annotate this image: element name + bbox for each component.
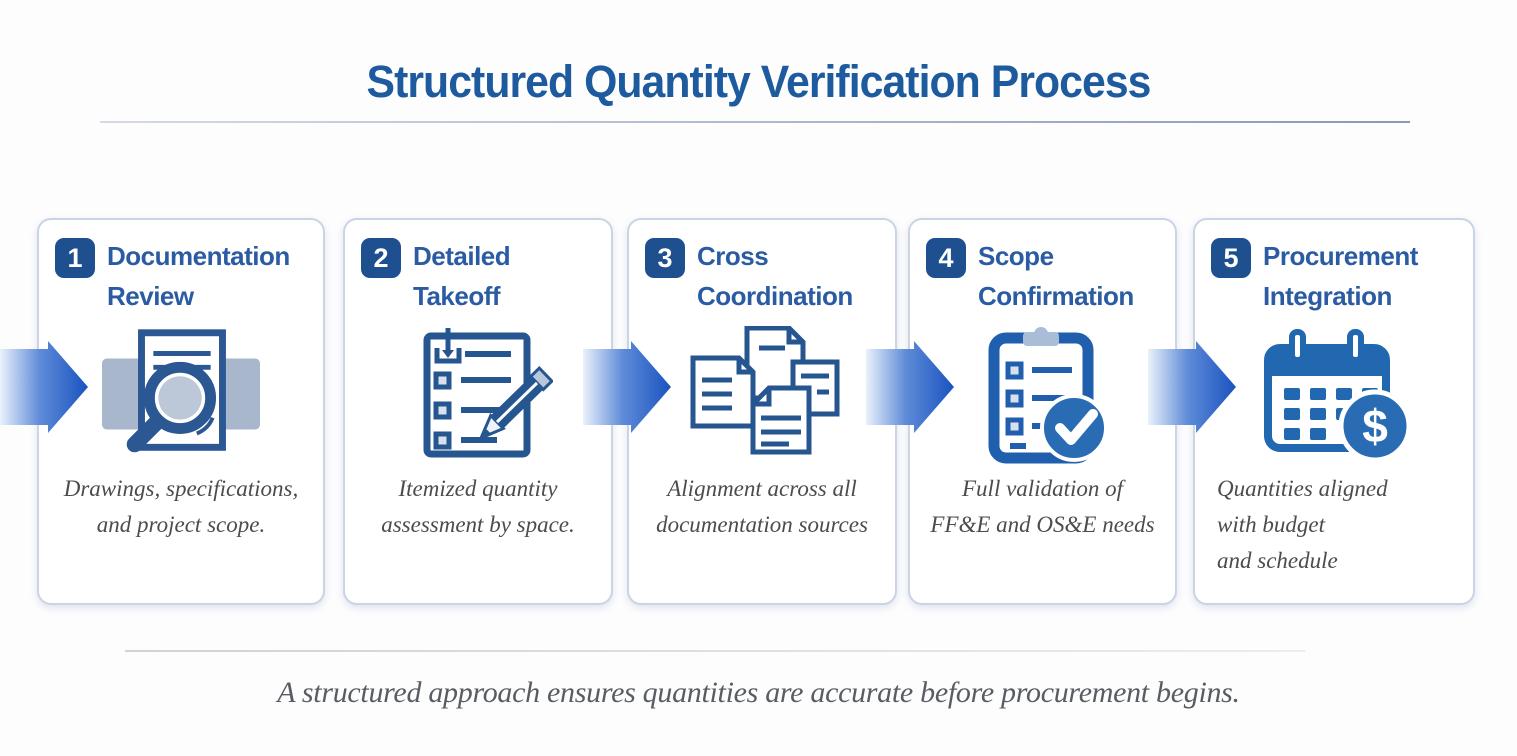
step-title-line: Integration [1263,281,1392,311]
documents-stack-icon [690,326,839,455]
document-magnifier-icon [102,328,260,452]
footer-divider [125,650,1305,652]
step-number-badge: 4 [926,238,966,278]
step-title: Scope Confirmation [978,236,1134,316]
step-title: Procurement Integration [1263,236,1418,316]
step-title: Cross Coordination [697,236,853,316]
card-header: 4 Scope Confirmation [926,236,1159,316]
step-description: Itemized quantity assessment by space. [351,471,605,589]
step-card-scope-confirmation: 4 Scope Confirmation F [908,218,1177,605]
svg-text:$: $ [1362,400,1388,452]
description-line: Full validation of [962,476,1123,501]
icon-area [926,316,1159,471]
title-divider [100,121,1410,123]
step-title-line: Detailed [413,241,511,271]
step-number-badge: 5 [1211,238,1251,278]
flow-arrow-icon [1148,341,1236,433]
card-header: 2 Detailed Takeoff [361,236,595,316]
description-line: with budget [1217,512,1325,537]
step-title-line: Scope [978,241,1054,271]
calendar-dollar-icon: $ [1264,328,1412,462]
icon-area: $ [1211,316,1457,471]
step-description: Full validation of FF&E and OS&E needs [916,471,1169,589]
description-line: Itemized quantity [398,476,558,501]
card-header: 5 Procurement Integration [1211,236,1457,316]
step-description: Alignment across all documentation sourc… [635,471,889,589]
step-title: Documentation Review [107,236,290,316]
card-header: 1 Documentation Review [55,236,307,316]
description-line: Drawings, specifications, [63,476,299,501]
step-number-badge: 1 [55,238,95,278]
footer-caption: A structured approach ensures quantities… [277,676,1240,709]
description-line: Alignment across all [667,476,857,501]
step-number-badge: 3 [645,238,685,278]
description-line: Quantities aligned [1217,476,1388,501]
step-card-documentation-review: 1 Documentation Review Drawings, specifi… [37,218,325,605]
flow-arrow-icon [0,341,88,433]
step-title: Detailed Takeoff [413,236,511,316]
step-title-line: Takeoff [413,281,501,311]
description-line: and schedule [1217,548,1338,573]
flow-arrow-icon [866,341,954,433]
clipboard-check-icon [988,326,1108,463]
icon-area [645,316,879,471]
step-title-line: Procurement [1263,241,1418,271]
step-description: Quantities aligned with budget and sched… [1217,471,1467,589]
step-number-badge: 2 [361,238,401,278]
step-card-cross-coordination: 3 Cross Coordination [627,218,897,605]
step-title-line: Review [107,281,194,311]
step-description: Drawings, specifications, and project sc… [45,471,317,589]
step-title-line: Confirmation [978,281,1134,311]
description-line: and project scope. [96,512,266,537]
icon-area [361,316,595,471]
page-title: Structured Quantity Verification Process [366,56,1152,107]
step-card-detailed-takeoff: 2 Detailed Takeoff [343,218,613,605]
description-line: documentation sources [656,512,868,537]
step-title-line: Cross [697,241,769,271]
card-header: 3 Cross Coordination [645,236,879,316]
description-line: assessment by space. [381,512,575,537]
checklist-pencil-icon [423,328,553,458]
flow-arrow-icon [583,341,671,433]
icon-area [55,316,307,471]
step-title-line: Documentation [107,241,290,271]
description-line: FF&E and OS&E needs [930,512,1155,537]
step-title-line: Coordination [697,281,853,311]
